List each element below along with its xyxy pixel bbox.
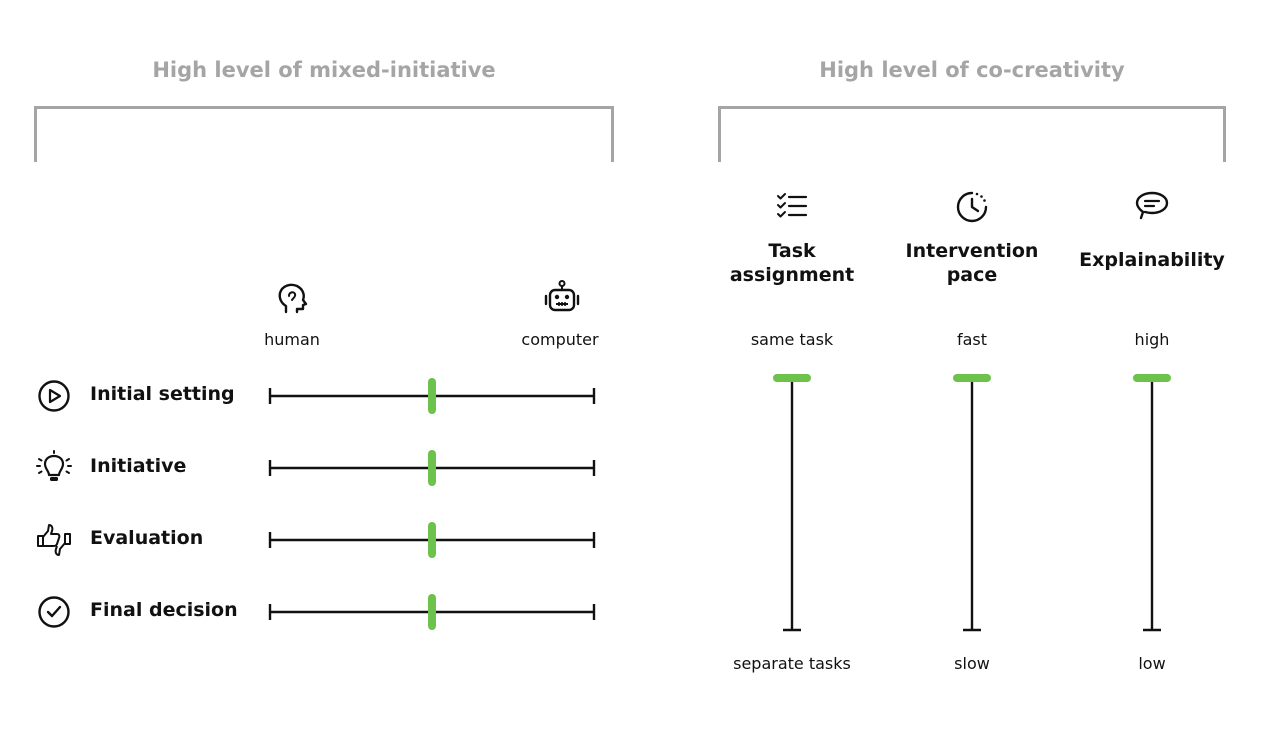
mixed-initiative-bracket [34,106,614,162]
robot-icon [544,280,580,312]
bottom-label-separate-tasks: separate tasks [733,654,851,673]
checklist-icon [777,193,808,218]
column-title-explainability: Explainability [1079,249,1225,271]
clock-icon [956,191,988,223]
bottom-label-low: low [1138,654,1166,673]
human-head-icon [278,283,308,314]
row-label-evaluation: Evaluation [90,527,204,549]
lightbulb-icon [36,450,72,481]
co-creativity-title: High level of co-creativity [819,58,1125,82]
top-label-same-task: same task [750,330,834,349]
row-label-initial-setting: Initial setting [90,383,235,405]
computer-label: computer [521,330,599,349]
play-circle-icon [38,380,70,412]
co-creativity-bracket [718,106,1226,162]
row-label-initiative: Initiative [90,455,187,477]
speech-bubble-icon [1135,191,1169,220]
check-circle-icon [38,596,70,628]
thumbs-up-down-icon [37,524,71,556]
bottom-label-slow: slow [954,654,990,673]
human-label: human [264,330,320,349]
top-label-high: high [1134,330,1170,349]
mixed-initiative-title: High level of mixed-initiative [152,58,496,82]
top-label-fast: fast [956,330,988,349]
row-label-final-decision: Final decision [90,599,238,621]
